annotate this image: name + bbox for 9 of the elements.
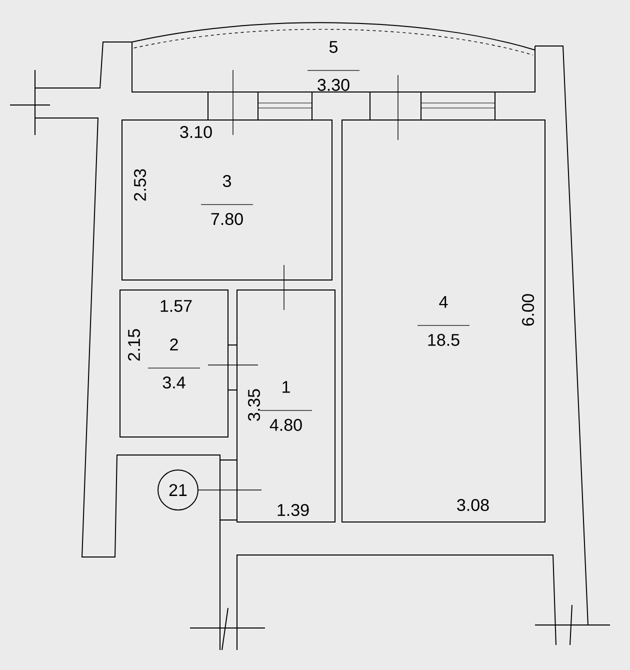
dimension-label: 1.57 [160, 300, 192, 312]
dimension-label: 2.53 [134, 169, 146, 201]
dimension-label: 3.35 [248, 389, 260, 421]
dimension-label: 3.08 [457, 498, 489, 512]
balcony-label: 5 3.30 [307, 41, 360, 91]
dimension-label: 2.15 [128, 329, 140, 361]
dimension-label: 3.10 [180, 126, 212, 138]
dimension-label: 1.39 [278, 504, 309, 516]
dimension-label: 6.00 [522, 294, 534, 326]
